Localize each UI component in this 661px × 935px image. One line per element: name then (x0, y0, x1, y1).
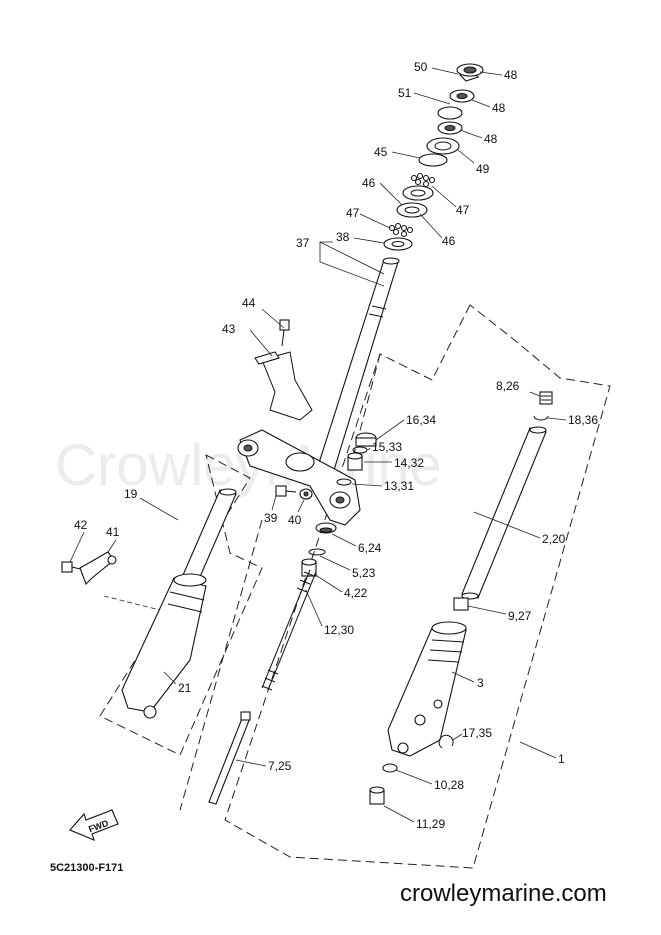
cap-8 (533, 391, 553, 421)
callout-37: 37 (296, 236, 310, 250)
callout-48: 48 (484, 132, 498, 146)
callout-19: 19 (124, 487, 138, 501)
callout-40: 40 (288, 513, 302, 527)
website-label: crowleymarine.com (400, 880, 607, 907)
callout-48: 48 (492, 101, 506, 115)
callout-14-32: 14,32 (394, 456, 424, 470)
bearing-stack (383, 63, 484, 251)
callout-12-30: 12,30 (324, 623, 354, 637)
callout-45: 45 (374, 145, 388, 159)
callout-43: 43 (222, 322, 236, 336)
callout-1: 1 (558, 752, 565, 766)
callout-11-29: 11,29 (416, 817, 445, 831)
spring-12 (261, 569, 317, 691)
callout-47: 47 (346, 206, 360, 220)
callout-50: 50 (414, 60, 428, 74)
callout-39: 39 (264, 511, 278, 525)
seal-stack-upper (336, 432, 377, 486)
callout-10-28: 10,28 (434, 778, 464, 792)
assembly-outline-19 (99, 454, 263, 756)
leader-lines (69, 67, 567, 823)
callout-8-26: 8,26 (496, 379, 520, 393)
callout-9-27: 9,27 (508, 609, 532, 623)
callout-38: 38 (336, 230, 350, 244)
callout-41: 41 (106, 525, 120, 539)
inner-tube-2 (461, 426, 547, 600)
callout-18-36: 18,36 (568, 413, 598, 427)
callout-21: 21 (178, 681, 192, 695)
callout-48: 48 (504, 68, 518, 82)
assembly-outline-inner-2 (179, 519, 263, 811)
outer-tube-3 (387, 621, 467, 757)
callout-13-31: 13,31 (384, 479, 414, 493)
callout-16-34: 16,34 (406, 413, 436, 427)
callout-4-22: 4,22 (344, 586, 368, 600)
steering-stem (237, 257, 400, 526)
ball-bearing-upper (410, 172, 436, 188)
callout-42: 42 (74, 518, 88, 532)
bracket-41 (61, 551, 117, 585)
callout-47: 47 (456, 203, 470, 217)
ball-bearing-lower (388, 222, 414, 238)
callout-7-25: 7,25 (268, 759, 292, 773)
damper-rod-7 (208, 711, 251, 805)
bolt-39-40 (275, 485, 313, 500)
assembly-outline-1 (224, 304, 611, 869)
bottom-fasteners (369, 734, 454, 805)
callout-labels: 50 48 51 48 48 45 49 46 47 47 46 37 38 4… (74, 60, 598, 831)
fwd-arrow: FWD (69, 809, 119, 841)
callout-44: 44 (242, 296, 256, 310)
callout-2-20: 2,20 (542, 532, 566, 546)
callout-15-33: 15,33 (372, 440, 402, 454)
left-fork-leg (121, 488, 237, 719)
callout-51: 51 (398, 86, 412, 100)
diagram-code: 5C21300-F171 (50, 862, 123, 874)
callout-49: 49 (476, 162, 490, 176)
callout-3: 3 (477, 676, 484, 690)
bush-9 (453, 597, 469, 611)
callout-46: 46 (442, 234, 456, 248)
callout-17-35: 17,35 (462, 726, 492, 740)
hose-guide-43 (254, 319, 313, 421)
callout-6-24: 6,24 (358, 541, 382, 555)
callout-46: 46 (362, 176, 376, 190)
seal-stack-lower (301, 522, 337, 577)
callout-5-23: 5,23 (352, 566, 376, 580)
